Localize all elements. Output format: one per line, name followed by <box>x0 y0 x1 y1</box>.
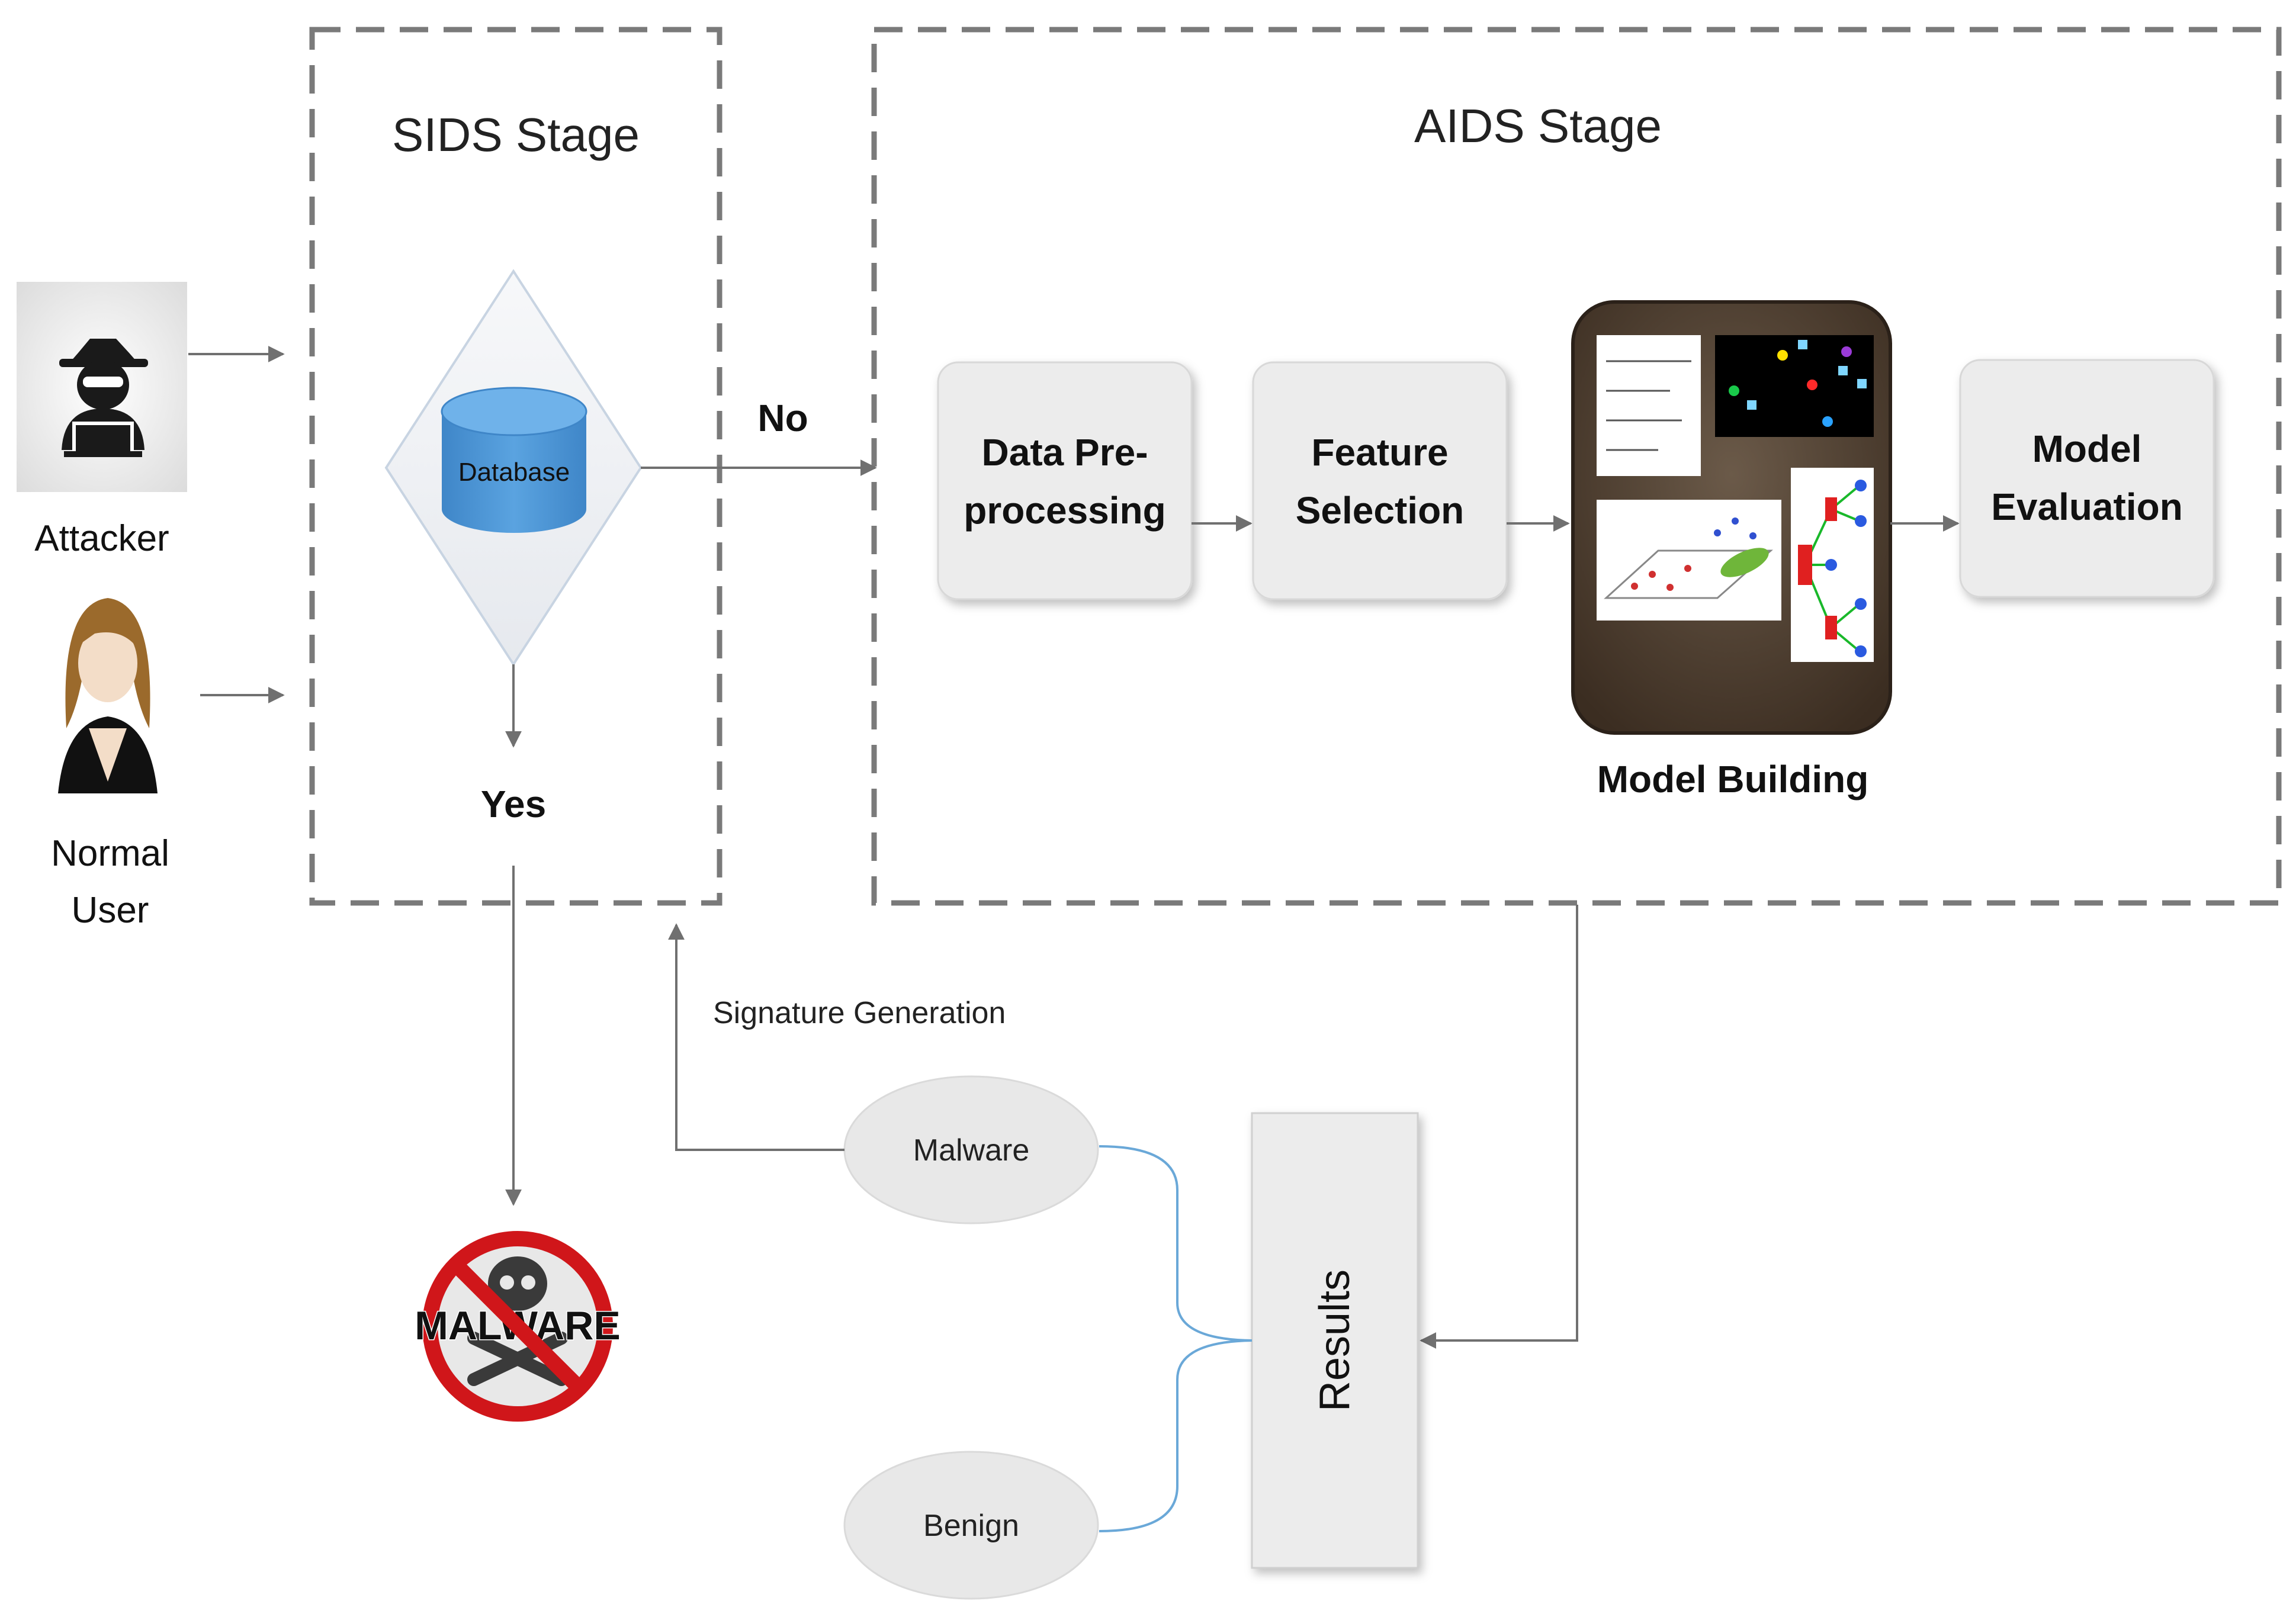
woman-user-icon <box>58 598 158 793</box>
results-label: Results <box>1311 1269 1359 1412</box>
preprocessing-label-2: processing <box>964 489 1165 532</box>
feature-selection-box <box>1252 361 1508 600</box>
feature-selection-label-2: Selection <box>1296 489 1465 532</box>
signature-generation-arrow <box>668 923 844 1151</box>
model-building-board-icon <box>1571 300 1892 735</box>
feature-selection-label: Feature <box>1311 431 1448 474</box>
no-malware-sign-icon: MALWARE <box>414 1231 621 1422</box>
no-branch-label: No <box>757 397 808 439</box>
normal-user-label: Normal <box>51 833 169 874</box>
model-evaluation-box <box>1959 359 2215 598</box>
yes-branch-label: Yes <box>481 783 546 825</box>
sids-stage-title: SIDS Stage <box>392 108 640 161</box>
sids-stage-container <box>309 27 722 906</box>
aids-stage-title: AIDS Stage <box>1414 99 1662 152</box>
model-building-label: Model Building <box>1597 758 1869 801</box>
normal-user-label-2: User <box>72 890 149 931</box>
malware-result-label: Malware <box>913 1133 1030 1168</box>
benign-result-label: Benign <box>923 1509 1019 1543</box>
signature-generation-label: Signature Generation <box>713 996 1006 1030</box>
results-connector <box>1099 1145 1253 1532</box>
database-label: Database <box>458 458 570 487</box>
attacker-label: Attacker <box>34 518 169 559</box>
hooded-hacker-icon <box>17 282 187 492</box>
model-evaluation-label-2: Evaluation <box>1991 486 2183 528</box>
results-box <box>1251 1112 1419 1569</box>
preprocessing-label: Data Pre- <box>982 431 1148 474</box>
benign-result-ellipse <box>843 1451 1099 1600</box>
model-evaluation-label: Model <box>2032 427 2142 470</box>
preprocessing-box <box>937 361 1193 600</box>
aids-to-results-arrow <box>1420 905 1578 1349</box>
database-cylinder-icon <box>441 387 587 533</box>
